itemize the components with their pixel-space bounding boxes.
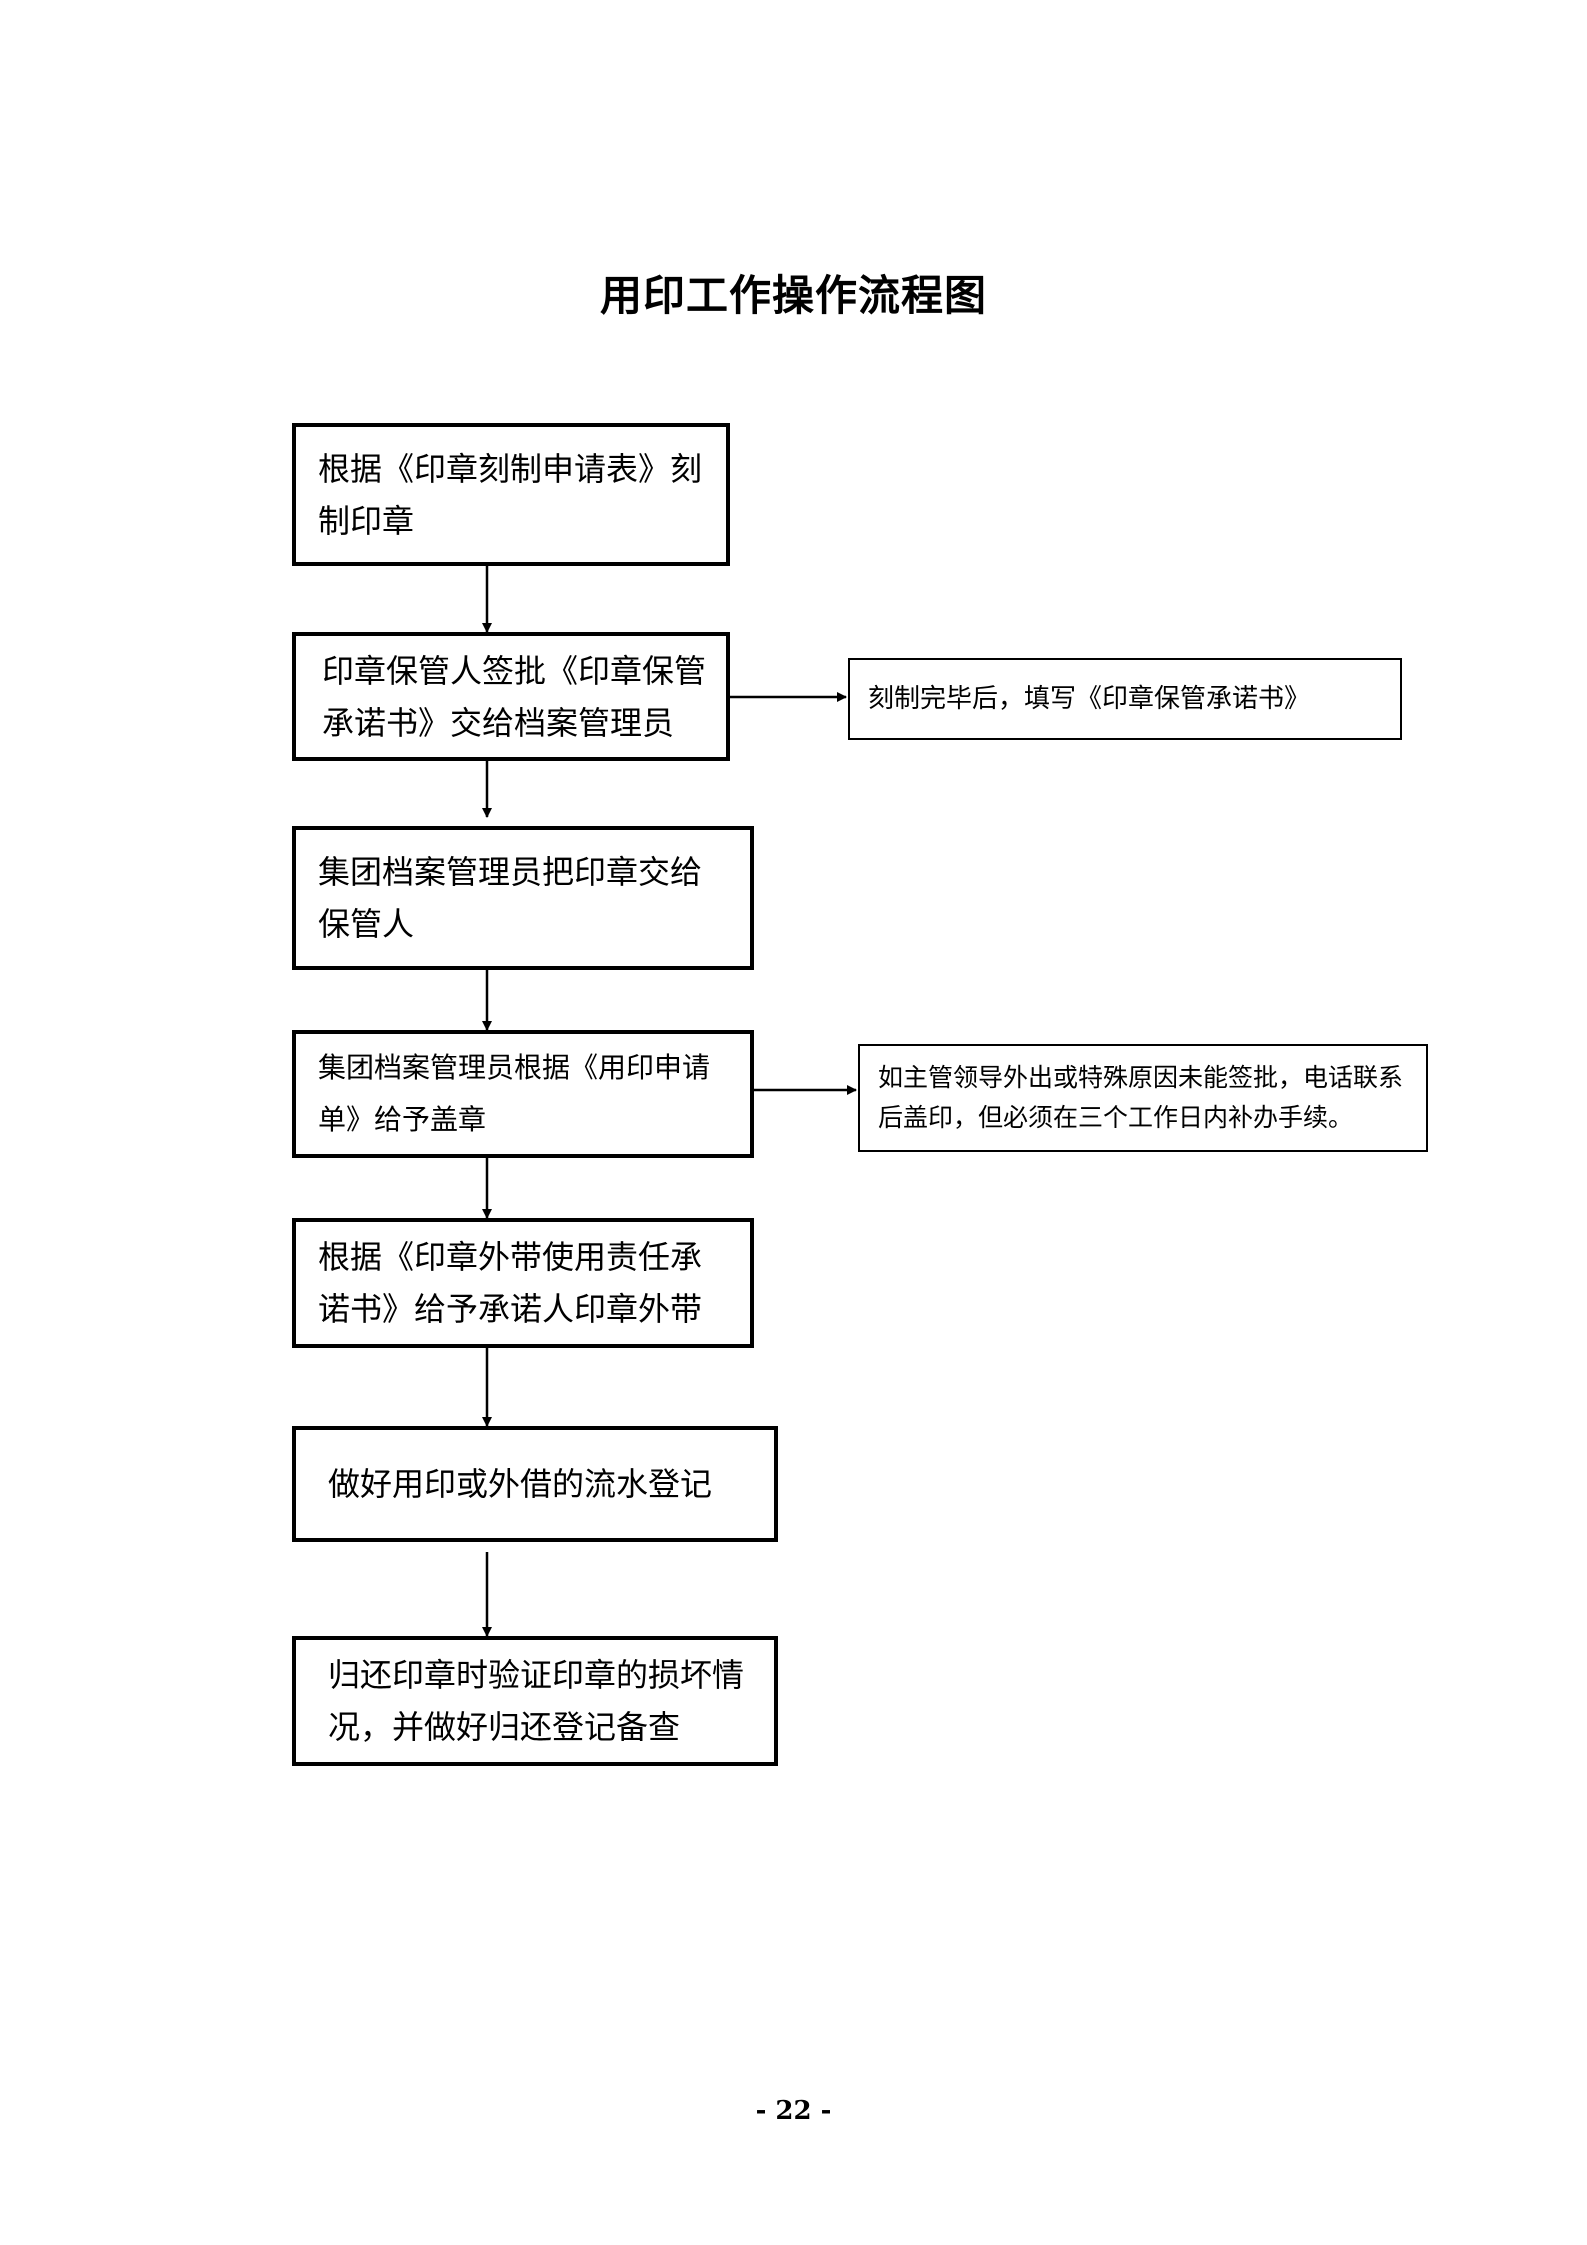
page-number: - 22 -	[755, 2096, 832, 2126]
flow-step-5-text: 根据《印章外带使用责任承诺书》给予承诺人印章外带	[318, 1238, 703, 1328]
side-note-1: 刻制完毕后，填写《印章保管承诺书》	[848, 658, 1402, 740]
flow-step-3-text: 集团档案管理员把印章交给保管人	[318, 853, 703, 943]
flow-step-3: 集团档案管理员把印章交给保管人	[292, 826, 754, 970]
flow-step-7-text: 归还印章时验证印章的损坏情况，并做好归还登记备查	[328, 1656, 745, 1746]
flow-step-7: 归还印章时验证印章的损坏情况，并做好归还登记备查	[292, 1636, 778, 1766]
flow-step-1-text: 根据《印章刻制申请表》刻制印章	[318, 449, 703, 540]
side-note-1-text: 刻制完毕后，填写《印章保管承诺书》	[868, 684, 1311, 714]
flow-step-4: 集团档案管理员根据《用印申请单》给予盖章	[292, 1030, 754, 1158]
flow-step-2: 印章保管人签批《印章保管承诺书》交给档案管理员	[292, 632, 730, 761]
flow-step-4-text: 集团档案管理员根据《用印申请单》给予盖章	[318, 1051, 711, 1136]
flow-step-5: 根据《印章外带使用责任承诺书》给予承诺人印章外带	[292, 1218, 754, 1348]
side-note-2: 如主管领导外出或特殊原因未能签批，电话联系后盖印，但必须在三个工作日内补办手续。	[858, 1044, 1428, 1152]
flow-step-6: 做好用印或外借的流水登记	[292, 1426, 778, 1542]
side-note-2-text: 如主管领导外出或特殊原因未能签批，电话联系后盖印，但必须在三个工作日内补办手续。	[878, 1063, 1404, 1132]
flow-step-1: 根据《印章刻制申请表》刻制印章	[292, 423, 730, 566]
page-title: 用印工作操作流程图	[599, 271, 987, 320]
flow-step-2-text: 印章保管人签批《印章保管承诺书》交给档案管理员	[322, 651, 707, 742]
flow-step-6-text: 做好用印或外借的流水登记	[328, 1465, 713, 1503]
